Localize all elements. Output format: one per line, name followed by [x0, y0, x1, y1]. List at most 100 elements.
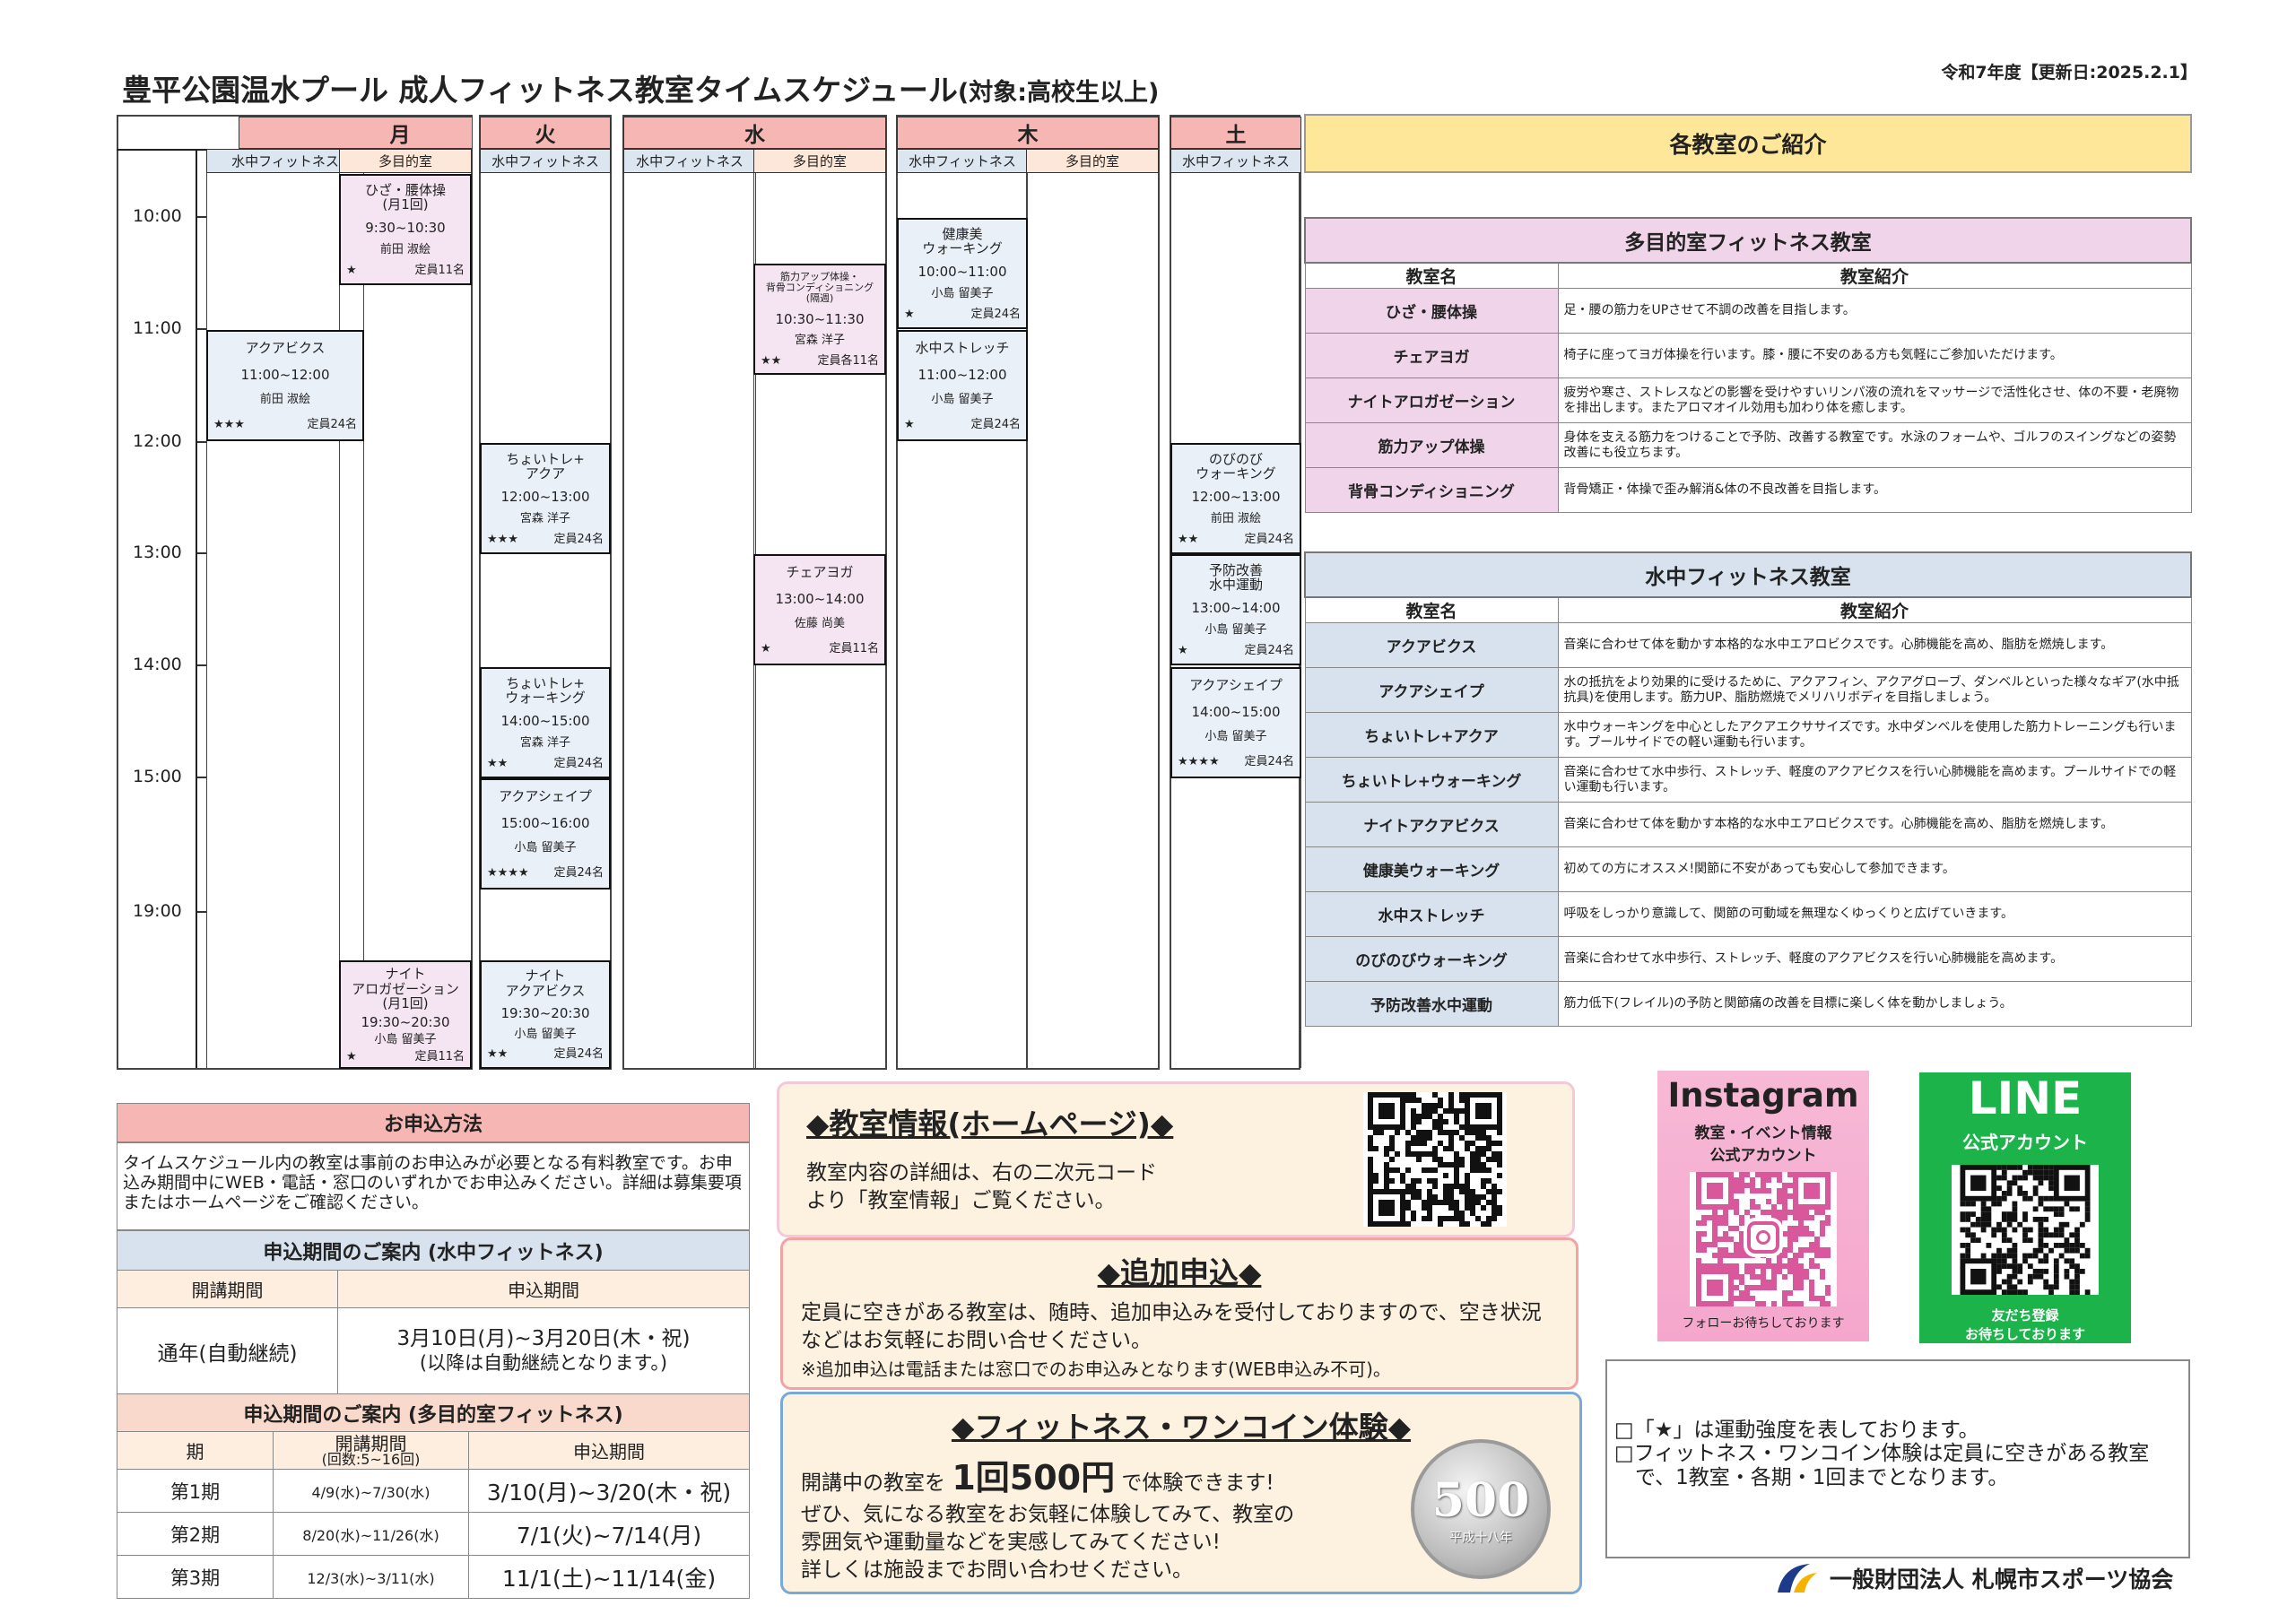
class-instructor: 佐藤 尚美	[794, 617, 846, 631]
class-description: 音楽に合わせて水中歩行、ストレッチ、軽度のアクアビクスを行い心肺機能を高めます。	[1557, 936, 2192, 982]
class-capacity: 定員24名	[553, 1047, 604, 1062]
class-capacity: 定員24名	[970, 308, 1021, 322]
term-apply: 3/10(月)~3/20(木・祝)	[468, 1469, 750, 1513]
time-label-2: 12:00	[133, 431, 182, 451]
additional-apply-box: ◆追加申込◆ 定員に空きがある教室は、随時、追加申込みを受付しておりますので、空…	[780, 1237, 1578, 1390]
class-instructor: 前田 淑絵	[379, 242, 431, 256]
coin-era: 平成十八年	[1449, 1530, 1512, 1545]
class-instructor: 宮森 洋子	[519, 511, 571, 525]
intro-row: のびのびウォーキング音楽に合わせて水中歩行、ストレッチ、軽度のアクアビクスを行い…	[1304, 936, 2192, 982]
intro-row: 予防改善水中運動筋力低下(フレイル)の予防と関節痛の改善を目標に楽しく体を動かし…	[1304, 981, 2192, 1027]
time-tick-1	[197, 328, 206, 330]
instagram-card[interactable]: Instagram 教室・イベント情報 公式アカウント フォローお待ちしておりま…	[1657, 1071, 1869, 1341]
class-name: ひざ・腰体操	[1304, 288, 1559, 334]
class-instructor: 小島 留美子	[1205, 730, 1267, 744]
class-time: 9:30~10:30	[365, 219, 446, 236]
class-capacity: 定員24名	[1244, 533, 1294, 547]
coin-500-icon: 500 平成十八年	[1411, 1439, 1551, 1579]
column-body-6	[1026, 173, 1159, 1068]
column-body-3	[623, 173, 756, 1068]
class-footer: ★ 定員11名	[343, 1049, 468, 1063]
class-intensity: ★★★	[487, 533, 518, 547]
class-capacity: 定員11名	[829, 642, 879, 655]
apply-heading: お申込方法	[117, 1103, 750, 1142]
term-course: 4/9(水)~7/30(水)	[273, 1469, 469, 1513]
time-tick-0	[197, 216, 206, 218]
class-instructor: 前田 淑絵	[1210, 511, 1262, 525]
column-header-3: 水中フィットネス	[623, 149, 756, 173]
class-capacity: 定員24名	[1244, 755, 1294, 768]
organization-logo-icon	[1778, 1564, 1817, 1593]
class-footer: ★★★★ 定員24名	[1174, 755, 1298, 768]
coin-text-2: ぜひ、気になる教室をお気軽に体験してみて、教室の	[801, 1503, 1295, 1527]
class-footer: ★定員11名	[343, 264, 468, 278]
coin-price: 1回500円	[952, 1458, 1116, 1497]
class-footer: ★★★定員24名	[210, 418, 361, 431]
page-title: 豊平公園温水プール 成人フィットネス教室タイムスケジュール(対象:高校生以上)	[122, 73, 1160, 108]
class-footer: ★★定員24名	[483, 757, 607, 771]
class-instructor: 宮森 洋子	[519, 735, 571, 750]
class-description: 筋力低下(フレイル)の予防と関節痛の改善を目標に楽しく体を動かしましょう。	[1557, 981, 2192, 1027]
instagram-footer: フォローお待ちしております	[1682, 1316, 1845, 1331]
class-capacity: 定員24名	[553, 757, 604, 771]
class-intensity: ★	[761, 642, 771, 655]
class-instructor: 宮森 洋子	[794, 333, 846, 347]
time-label-4: 14:00	[133, 655, 182, 674]
class-name: アクアビクス	[1304, 622, 1559, 668]
class-time: 11:00~12:00	[240, 366, 330, 383]
column-header-7: 水中フィットネス	[1170, 149, 1301, 173]
class-intensity: ★	[346, 1049, 357, 1063]
line-footer-2: お待ちしております	[1964, 1326, 2086, 1342]
intro-row: 背骨コンディショニング背骨矯正・体操で歪み解消&体の不良改善を目指します。	[1304, 467, 2192, 513]
class-capacity: 定員11名	[414, 1049, 465, 1063]
coin-text-a: 開講中の教室を	[801, 1471, 945, 1495]
class-footer: ★★定員各11名	[757, 353, 883, 368]
class-time: 19:30~20:30	[361, 1014, 450, 1031]
class-time: 10:00~11:00	[918, 263, 1007, 280]
column-header-2: 水中フィットネス	[480, 149, 611, 173]
line-card[interactable]: LINE 公式アカウント 友だち登録 お待ちしております	[1919, 1072, 2131, 1343]
line-qr-code[interactable]	[1952, 1165, 2099, 1295]
instagram-title: Instagram	[1667, 1076, 1859, 1115]
class-time: 10:30~11:30	[775, 310, 865, 327]
time-label-1: 11:00	[133, 318, 182, 338]
hp-text-1: 教室内容の詳細は、右の二次元コード	[806, 1161, 1157, 1185]
class-name: 筋力アップ体操	[1304, 422, 1559, 468]
class-name: 健康美 ウォーキング	[922, 225, 1003, 257]
class-name: ちょいトレ+ アクア	[506, 450, 585, 482]
line-l1: 公式アカウント	[1962, 1132, 2088, 1153]
intro-row: 筋力アップ体操身体を支える筋力をつけることで予防、改善する教室です。水泳のフォー…	[1304, 422, 2192, 468]
multi-apply-table: 申込期間のご案内 (多目的室フィットネス) 期開講期間(回数:5~16回)申込期…	[117, 1393, 750, 1599]
col-name: 教室名	[1304, 596, 1559, 623]
instagram-qr-code[interactable]	[1690, 1172, 1837, 1306]
class-description: 呼吸をしっかり意識して、関節の可動域を無理なくゆっくりと広げていきます。	[1557, 891, 2192, 937]
class-intensity: ★★★★	[1178, 755, 1220, 768]
class-instructor: 小島 留美子	[374, 1032, 437, 1046]
class-footer: ★定員24名	[900, 418, 1024, 431]
class-footer: ★定員24名	[900, 308, 1024, 321]
coin-value: 500	[1431, 1472, 1530, 1528]
class-capacity: 定員24名	[1244, 644, 1294, 658]
class-description: 初めての方にオススメ!関節に不安があっても安心して参加できます。	[1557, 846, 2192, 892]
water-apply-title: 申込期間のご案内 (水中フィットネス)	[117, 1230, 750, 1271]
class-intensity: ★	[346, 264, 357, 278]
homepage-qr-code[interactable]	[1363, 1092, 1507, 1227]
class-instructor: 小島 留美子	[514, 841, 577, 855]
col-desc: 教室紹介	[1557, 596, 2192, 623]
class-description: 身体を支える筋力をつけることで予防、改善する教室です。水泳のフォームや、ゴルフの…	[1557, 422, 2192, 468]
class-capacity: 定員各11名	[817, 353, 879, 368]
